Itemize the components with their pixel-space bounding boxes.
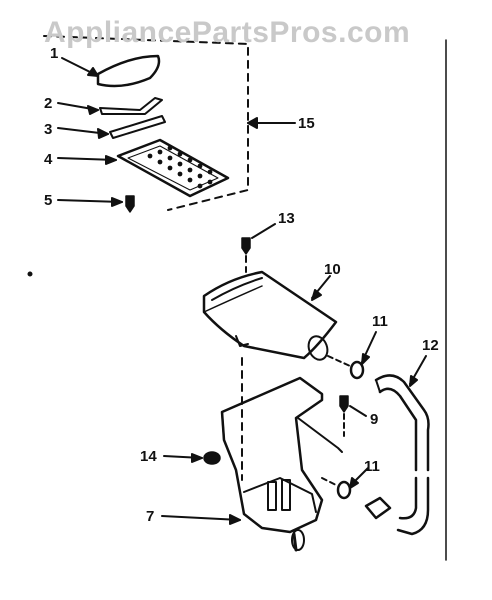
- callout-11-lower: 11: [364, 458, 380, 475]
- callout-2: 2: [44, 95, 53, 112]
- watermark: AppliancePartsPros.com: [44, 16, 411, 49]
- part-13-screw: [241, 237, 251, 255]
- callout-4: 4: [44, 151, 53, 168]
- part-11-oring-lower: [336, 480, 352, 500]
- callout-12: 12: [422, 337, 439, 354]
- part-7-bracket: [220, 376, 324, 534]
- callout-5: 5: [44, 192, 53, 209]
- callout-10: 10: [324, 261, 341, 278]
- part-4-grille: [116, 138, 230, 198]
- callout-15: 15: [298, 115, 315, 132]
- part-3-rod: [109, 115, 166, 139]
- part-14-grommet: [203, 451, 221, 465]
- callout-9: 9: [370, 411, 379, 428]
- group-15-bracket: [43, 35, 249, 211]
- callout-1: 1: [50, 45, 59, 62]
- callout-3: 3: [44, 121, 53, 138]
- callout-11-upper: 11: [372, 313, 388, 330]
- part-5-screw: [125, 195, 135, 213]
- part-12-tube: [374, 374, 430, 472]
- part-10-funnel: [202, 270, 338, 360]
- callout-13: 13: [278, 210, 295, 227]
- callout-14: 14: [140, 448, 157, 465]
- part-9-screw: [339, 395, 349, 413]
- tube-connector: [364, 496, 392, 520]
- callout-7: 7: [146, 508, 155, 525]
- part-1-handle: [96, 54, 161, 88]
- part-11-oring-upper: [349, 360, 365, 380]
- part-2-lever: [99, 97, 163, 115]
